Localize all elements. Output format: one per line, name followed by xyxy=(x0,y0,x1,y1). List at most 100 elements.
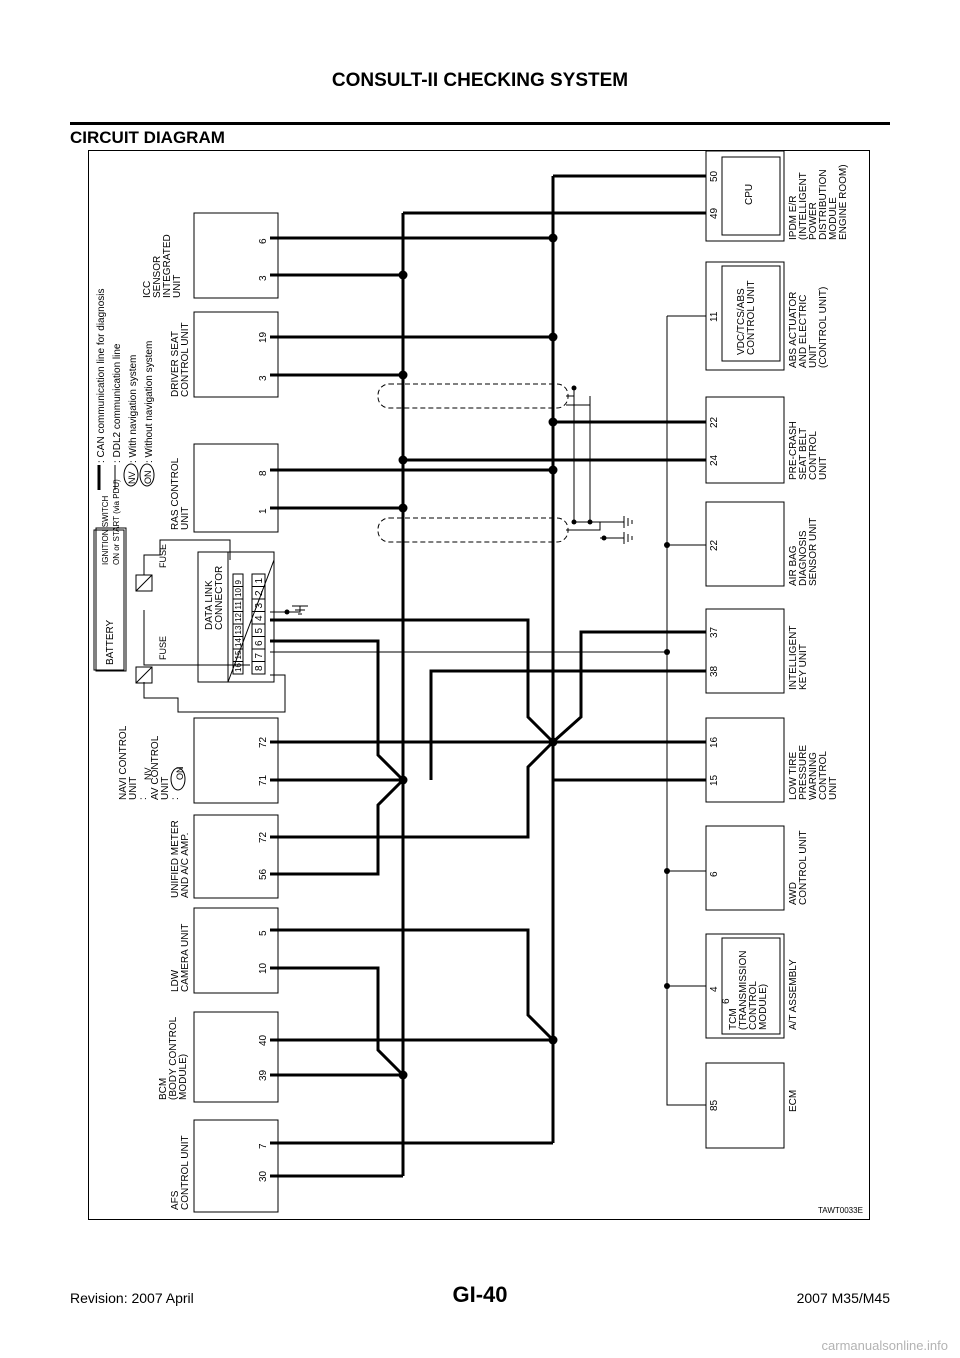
pin-label-at-a: 4 xyxy=(709,986,720,992)
right-unit-name-airbag: SENSOR UNIT xyxy=(808,518,819,586)
right-unit-name-tpms: CONTROL xyxy=(818,751,829,800)
right-unit-name-awd: CONTROL UNIT xyxy=(798,830,809,905)
dlc-pin-label: 12 xyxy=(234,613,243,622)
ipdm-unit-box xyxy=(705,150,785,242)
left-unit-name-icc: UNIT xyxy=(172,275,183,298)
pin-label-driver_seat-a: 3 xyxy=(258,375,269,381)
right-unit-name-tpms: LOW TIRE xyxy=(788,752,799,800)
left-unit-name-afs: AFS xyxy=(170,1190,181,1210)
title-rule xyxy=(70,122,890,125)
afs-unit-box xyxy=(193,1119,279,1213)
fuse-battery-box xyxy=(135,666,153,684)
pin-label-ras-b: 8 xyxy=(258,470,269,476)
section-heading: CIRCUIT DIAGRAM xyxy=(70,128,225,147)
right-unit-name-tpms: WARNING xyxy=(808,752,819,800)
right-unit-name-awd: AWD xyxy=(788,882,799,905)
left-unit-name-afs: CONTROL UNIT xyxy=(180,1135,191,1210)
right-unit-name-precrash: CONTROL xyxy=(808,431,819,480)
pin-label-icc-a: 3 xyxy=(258,275,269,281)
right-unit-name-tpms: UNIT xyxy=(828,777,839,800)
dlc-pin-label: 10 xyxy=(234,588,243,597)
right-unit-inner-at: MODULE) xyxy=(758,984,769,1030)
dlc-pin-label: 14 xyxy=(234,638,243,647)
dlc-title-2: CONNECTOR xyxy=(214,566,225,630)
right-unit-name-airbag: DIAGNOSIS xyxy=(798,530,809,586)
left-unit-name-icc: ICC xyxy=(142,281,153,298)
left-unit-name-ldw: LDW xyxy=(170,969,181,992)
pin-label-abs-a: 11 xyxy=(709,311,720,322)
pin-label-at-b: 6 xyxy=(721,998,732,1004)
left-unit-boxes xyxy=(193,212,279,1213)
battery-label: BATTERY xyxy=(105,619,116,665)
diagram-frame xyxy=(88,150,870,1220)
right-unit-name-abs: (CONTROL UNIT) xyxy=(818,287,829,368)
right-unit-name-at: A/T ASSEMBLY xyxy=(788,959,799,1030)
right-unit-name-abs: UNIT xyxy=(808,345,819,368)
precrash-unit-box xyxy=(705,396,785,484)
pin-label-driver_seat-b: 19 xyxy=(258,331,269,343)
right-unit-name-ipdm: IPDM E/R xyxy=(788,196,799,240)
right-unit-inner-ipdm: CPU xyxy=(744,184,755,205)
pin-label-bcm-b: 40 xyxy=(258,1034,269,1046)
left-unit-name-ras: RAS CONTROL xyxy=(170,457,181,530)
navi-nv-tag-text: NV xyxy=(143,767,153,780)
airbag-unit-box xyxy=(705,501,785,587)
left-unit-name-icc: SENSOR xyxy=(152,256,163,298)
legend-can-text: : CAN communication line for diagnosis xyxy=(96,288,107,463)
dlc-pin-label: 6 xyxy=(254,640,265,646)
pin-label-awd-a: 6 xyxy=(709,871,720,877)
dlc-pin-label: 3 xyxy=(254,603,265,609)
pin-label-precrash-a: 24 xyxy=(709,454,720,466)
pin-label-meter-a: 56 xyxy=(258,868,269,880)
left-unit-name-ldw: CAMERA UNIT xyxy=(180,924,191,992)
dlc-pin-label: 13 xyxy=(234,625,243,634)
legend-on-text: : Without navigation system xyxy=(144,341,155,463)
right-unit-inner-at: (TRANSMISSION xyxy=(738,951,749,1030)
right-unit-boxes xyxy=(705,150,785,1149)
pin-label-tpms-a: 15 xyxy=(709,774,720,786)
icc-unit-box xyxy=(193,212,279,299)
at-unit-box xyxy=(705,933,785,1039)
right-unit-name-abs: ABS ACTUATOR xyxy=(788,292,799,368)
driver-seat-unit-box xyxy=(193,311,279,398)
legend: : CAN communication line for diagnosis :… xyxy=(96,288,155,490)
left-unit-name-bcm: (BODY CONTROL xyxy=(168,1016,179,1100)
pin-label-ldw-a: 10 xyxy=(258,962,269,974)
pin-label-ldw-b: 5 xyxy=(258,930,269,936)
right-unit-name-ipdm: (INTELLIGENT xyxy=(798,172,809,240)
navi-unit-box xyxy=(193,717,279,804)
shielded-wires xyxy=(377,383,633,544)
pin-label-precrash-b: 22 xyxy=(709,416,720,428)
tpms-unit-box xyxy=(705,717,785,803)
left-unit-name-bcm: BCM xyxy=(158,1078,169,1100)
right-unit-name-ipdm: MODULE xyxy=(828,197,839,240)
ecm-unit-box xyxy=(705,1062,785,1149)
ignition-label-1: IGNITION SWITCH xyxy=(101,495,110,565)
dlc-title-1: DATA LINK xyxy=(204,580,215,630)
dlc-pin-label: 1 xyxy=(254,578,265,584)
right-unit-name-ikey: INTELLIGENT xyxy=(788,626,799,690)
right-unit-name-ipdm: DISTRIBUTION xyxy=(818,169,829,240)
navi-nv-tag xyxy=(170,767,186,791)
dlc-pin-label: 16 xyxy=(234,663,243,672)
fuse-battery-label: FUSE xyxy=(158,636,168,660)
dlc-pin-label: 11 xyxy=(234,601,243,610)
dlc-pin-label: 8 xyxy=(254,665,265,671)
pin-label-navi-a: 71 xyxy=(258,774,269,786)
footer-revision: Revision: 2007 April xyxy=(70,1290,194,1306)
left-unit-name-driver_seat: DRIVER SEAT xyxy=(170,331,181,397)
pin-label-airbag-a: 22 xyxy=(709,539,720,551)
right-unit-inner-at: CONTROL xyxy=(748,981,759,1030)
right-unit-name-ipdm: ENGINE ROOM) xyxy=(838,164,849,240)
pin-label-ikey-a: 38 xyxy=(709,665,720,677)
right-unit-name-abs: AND ELECTRIC xyxy=(798,295,809,368)
dlc-pin-label: 4 xyxy=(254,615,265,621)
ignition-label-2: ON or START (via PDU) xyxy=(112,479,121,565)
pin-label-ecm-a: 85 xyxy=(709,1099,720,1111)
right-unit-name-ikey: KEY UNIT xyxy=(798,644,809,690)
awd-unit-box xyxy=(705,825,785,911)
pin-label-afs-a: 30 xyxy=(258,1170,269,1182)
